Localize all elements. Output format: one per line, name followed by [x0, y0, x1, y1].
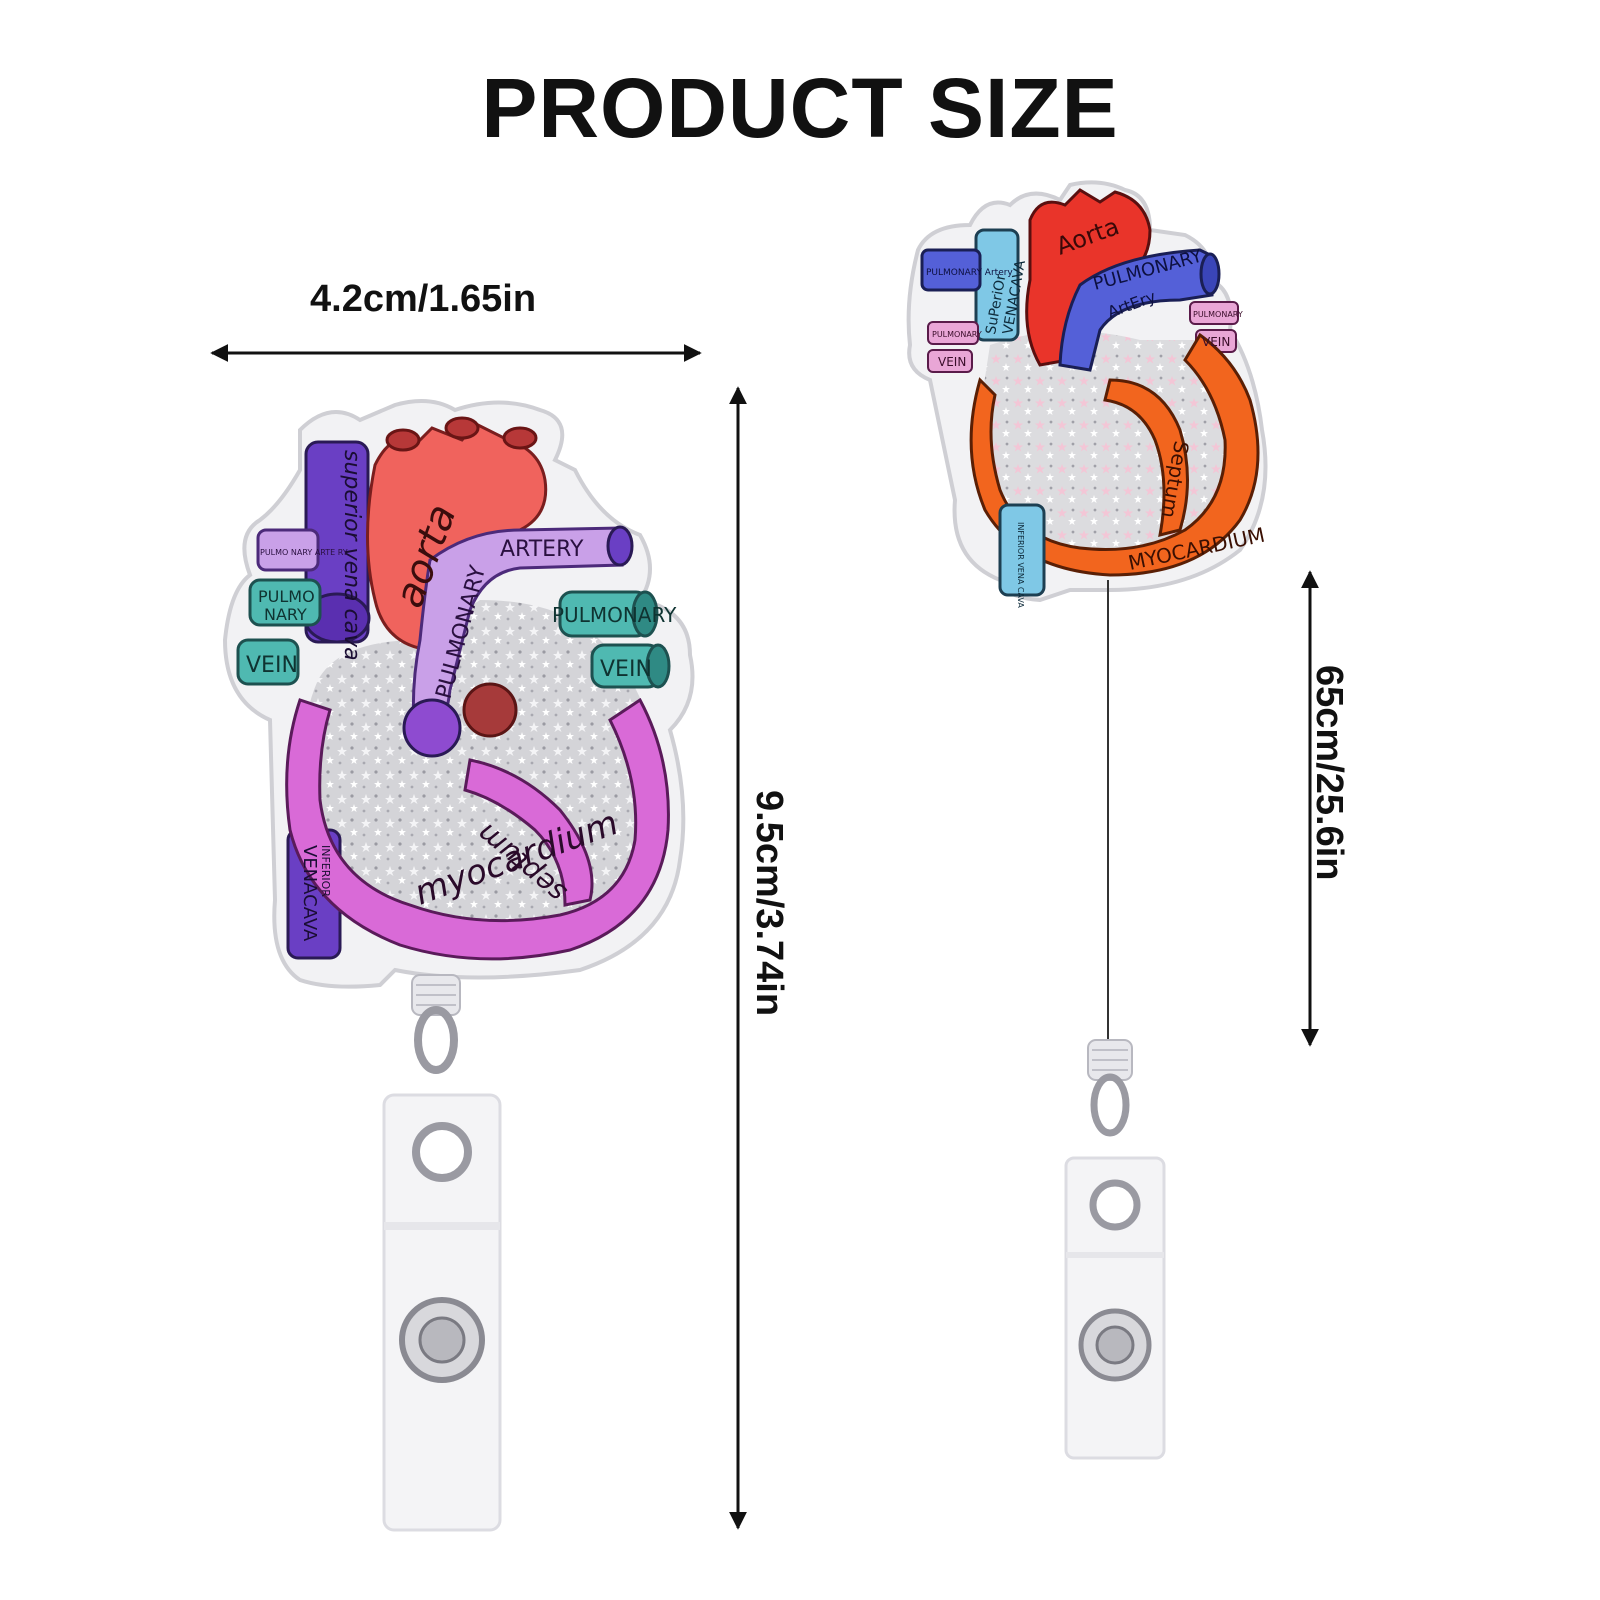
right-pulm-small-right-label: PULMONARY [1193, 310, 1243, 319]
septum [463, 758, 594, 907]
artery-label: ARTERY [500, 537, 584, 562]
vein-left-label: VEIN [246, 653, 298, 678]
right-vein-right-label: VEIN [1202, 335, 1230, 349]
inferior-label: INFERIOR [319, 845, 332, 897]
pulmonary-right-label: PULMONARY [552, 603, 677, 627]
right-pulm-artery-left-label: PULMONARY Artery [926, 268, 1013, 278]
right-vein-left-label: VEIN [938, 355, 966, 369]
right-septum [1103, 378, 1189, 538]
right-inferior-label: INFERIOR VENA CAVA [1016, 522, 1025, 608]
left-heart-badge: aorta superior vena cava PULMONARY ARTER… [222, 399, 695, 989]
page-title: PRODUCT SIZE [481, 61, 1119, 155]
pulmonary-artery-small-label: PULMO NARY ARTE RY [260, 548, 348, 557]
badge-width-label: 4.2cm/1.65in [310, 278, 537, 320]
right-pulm-small-left-label: PULMONARY [932, 330, 982, 339]
right-pulmonary-artery [1058, 248, 1214, 372]
venacava-label: VENACAVA [299, 845, 320, 942]
left-badge-reel [382, 974, 502, 1532]
pulmonary-artery [411, 526, 624, 747]
nary-label: NARY [264, 605, 307, 624]
right-badge-clip[interactable] [1064, 1156, 1166, 1460]
right-heart-badge: Aorta PULMONARY ArtEry SuPeriOr VENACAVA… [906, 180, 1268, 608]
pulmo-label: PULMO [258, 587, 315, 606]
vein-right-label: VEIN [600, 657, 652, 682]
myocardium [285, 697, 670, 961]
superior-vena-cava-label: superior vena cava [339, 450, 364, 661]
right-inferior-vena-cava [998, 503, 1046, 597]
right-badge-reel [1064, 1039, 1166, 1460]
